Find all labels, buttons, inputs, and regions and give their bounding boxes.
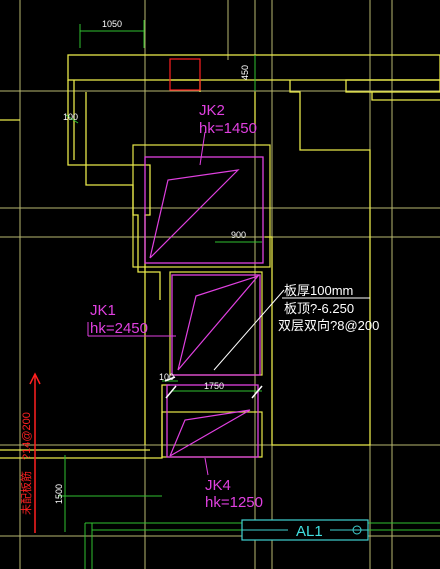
dim-100-small: 100 [159, 372, 174, 382]
column-block [169, 58, 201, 91]
dimension-lines [58, 20, 440, 569]
section-line [29, 372, 41, 533]
jk1-id: JK1 [90, 302, 116, 319]
jk4-hk: hk=1250 [205, 494, 263, 511]
slab-rebar: 双层双向?8@200 [278, 318, 379, 333]
opening-jk2[interactable] [144, 131, 264, 264]
beam-al1[interactable] [241, 519, 369, 541]
section-rebar: ?14@200 [21, 412, 33, 460]
dimension-ticks [164, 376, 263, 399]
dim-1050: 1050 [102, 19, 122, 29]
slab-top: 板顶?-6.250 [284, 301, 354, 316]
section-label: 未配板筋 [19, 471, 33, 515]
dim-1500: 1500 [54, 484, 64, 504]
dim-450: 450 [240, 65, 250, 80]
dim-1750: 1750 [204, 381, 224, 391]
opening-jk1[interactable] [87, 274, 261, 376]
jk2-hk: hk=1450 [199, 120, 257, 137]
beam-al1-label: AL1 [296, 523, 323, 540]
dim-900: 900 [231, 230, 246, 240]
jk4-id: JK4 [205, 477, 231, 494]
opening-jk4[interactable] [166, 384, 259, 476]
dim-100-left: 100 [63, 112, 78, 122]
slab-thickness: 板厚100mm [284, 283, 353, 298]
slab-leader [213, 289, 285, 371]
jk1-hk: hk=2450 [90, 320, 148, 337]
jk2-id: JK2 [199, 102, 225, 119]
